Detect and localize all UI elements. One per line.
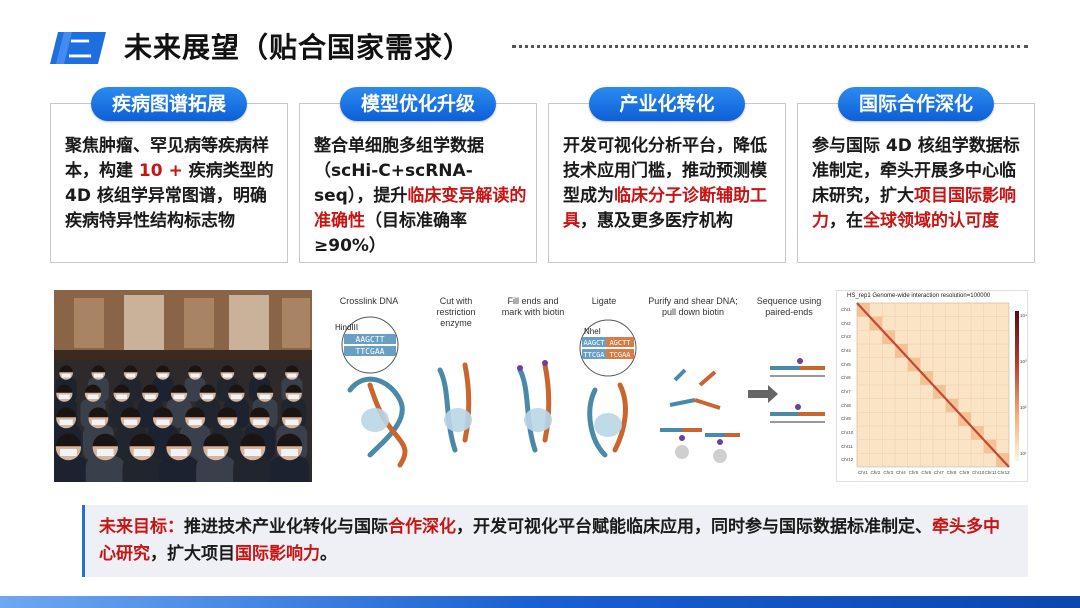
card-title-industrialization: 产业化转化 [589,87,745,121]
x-axis-chr-label: Chr11 [984,470,997,475]
highlight-text: 临床变异解读的准确性 [314,186,527,231]
x-axis-chr-label: Chr1 [858,470,868,475]
seq-ligated-bottom-b: TCGAA [609,351,631,359]
step-label-crosslink: Crosslink DNA [339,296,399,306]
future-goal-label: 未来目标： [99,517,184,537]
x-axis-chr-label: Chr2 [870,470,881,475]
body-text: 参与国际 4D 核组学数据标准制定，牵头开展多中心临床研究，扩大 [812,136,1020,206]
x-axis-chr-label: Chr9 [959,470,970,475]
highlight-text: 合作深化 [388,517,456,537]
y-axis-chr-label: Chr10 [841,429,854,435]
colorbar-tick-label: 10² [1020,405,1027,410]
step-label-purify: Purify and shear DNA; pull down biotin [648,296,738,317]
step-label-cut: Cut with restriction enzyme [436,296,476,328]
future-goal-body: 推进技术产业化转化与国际合作深化，开发可视化平台赋能临床应用，同时参与国际数据标… [99,517,1000,564]
body-text: ，开发可视化平台赋能临床应用，同时参与国际数据标准制定、 [456,517,932,537]
seq-ligated-top-b: AGCTT [609,339,631,347]
seq-ligated-top-a: AAGCT [583,339,605,347]
card-body: 整合单细胞多组学数据（scHi-C+scRNA-seq），提升临床变异解读的准确… [314,134,528,259]
seq-bottom: TTCGAA [356,347,385,356]
y-axis-chr-label: Chr11 [841,443,853,449]
card-title-model-optimization: 模型优化升级 [340,87,496,121]
conference-photo [54,290,312,482]
enzyme-hindiii: HindIII [335,323,358,332]
y-axis-chr-label: Chr3 [841,334,851,340]
card-title-disease-atlas: 疾病图谱拓展 [91,87,247,121]
x-axis-chr-label: Chr7 [934,470,944,475]
body-text: （目标准确率≥90%） [314,211,467,256]
y-axis-chr-label: Chr4 [841,347,851,353]
y-axis-chr-label: Chr1 [841,306,851,312]
colorbar-tick-label: 10⁴ [1020,313,1027,318]
y-axis-chr-label: Chr7 [841,388,851,394]
title-divider [512,45,1028,48]
card-body: 开发可视化分析平台，降低技术应用门槛，推动预测模型成为临床分子诊断辅助工具，惠及… [563,134,777,234]
y-axis-chr-label: Chr8 [841,402,851,408]
y-axis-chr-label: Chr5 [841,361,851,367]
x-axis-chr-label: Chr8 [946,470,957,475]
body-text: ，在 [829,211,863,231]
x-axis-chr-label: Chr6 [921,470,932,475]
bottom-accent-bar [0,596,1080,608]
y-axis-chr-label: Chr9 [841,416,851,422]
body-text: ，扩大项目 [150,544,235,564]
hic-workflow-diagram: Crosslink DNA Cut with restriction enzym… [330,290,828,482]
card-title-international: 国际合作深化 [838,87,994,121]
body-text: 推进技术产业化转化与国际 [184,517,388,537]
colorbar-tick-label: 10¹ [1020,451,1027,456]
heatmap-title: HS_rep1 Genome-wide interaction resoluti… [847,293,991,299]
body-text: 。 [320,544,337,564]
y-axis-chr-label: Chr12 [841,457,854,463]
body-text: 开发可视化分析平台，降低技术应用门槛，推动预测模型成为 [563,136,767,206]
hic-heatmap: HS_rep1 Genome-wide interaction resoluti… [836,290,1028,482]
x-axis-chr-label: Chr4 [896,470,906,475]
colorbar-tick-label: 10³ [1020,359,1027,364]
y-axis-chr-label: Chr2 [841,320,851,326]
enzyme-nhei: NheI [584,327,601,336]
card-body: 参与国际 4D 核组学数据标准制定，牵头开展多中心临床研究，扩大项目国际影响力，… [812,134,1026,234]
step-label-sequence: Sequence using paired-ends [756,296,822,317]
badge-numeral: 二 [68,35,92,63]
body-text: ，惠及更多医疗机构 [580,211,733,231]
x-axis-chr-label: Chr5 [908,470,919,475]
card-international: 参与国际 4D 核组学数据标准制定，牵头开展多中心临床研究，扩大项目国际影响力，… [797,103,1035,263]
body-text: 聚焦肿瘤、罕见病等疾病样本，构建 [65,136,269,181]
highlight-text: 全球领域的认可度 [863,211,999,231]
seq-top: AAGCTT [356,335,385,344]
highlight-text: 国际影响力 [235,544,320,564]
page-title: 未来展望（贴合国家需求） [124,31,473,64]
body-text: 整合单细胞多组学数据（scHi-C+scRNA-seq），提升 [314,136,484,206]
card-industrialization: 开发可视化分析平台，降低技术应用门槛，推动预测模型成为临床分子诊断辅助工具，惠及… [548,103,786,263]
future-goal-box: 未来目标：推进技术产业化转化与国际合作深化，开发可视化平台赋能临床应用，同时参与… [82,505,1028,577]
section-badge: 二 [50,28,106,68]
future-goal-text: 未来目标：推进技术产业化转化与国际合作深化，开发可视化平台赋能临床应用，同时参与… [99,514,1014,568]
card-disease-atlas: 聚焦肿瘤、罕见病等疾病样本，构建 10 + 疾病类型的 4D 核组学异常图谱，明… [50,103,288,263]
highlight-text: 10 + [138,161,183,181]
step-label-ligate: Ligate [591,296,617,306]
x-axis-chr-label: Chr3 [883,470,894,475]
seq-ligated-bottom-a: TTCGA [583,351,605,359]
x-axis-chr-label: Chr10 [972,470,985,475]
card-body: 聚焦肿瘤、罕见病等疾病样本，构建 10 + 疾病类型的 4D 核组学异常图谱，明… [65,134,279,234]
body-text: 疾病类型的 4D 核组学异常图谱，明确疾病特异性结构标志物 [65,161,274,231]
highlight-text: 临床分子诊断辅助工具 [563,186,767,231]
card-model-optimization: 整合单细胞多组学数据（scHi-C+scRNA-seq），提升临床变异解读的准确… [299,103,537,263]
y-axis-chr-label: Chr6 [841,375,851,381]
highlight-text: 牵头多中心研究 [99,517,1000,564]
step-label-fill: Fill ends and mark with biotin [501,296,565,317]
x-axis-chr-label: Chr12 [997,470,1010,475]
highlight-text: 项目国际影响力 [812,186,1016,231]
